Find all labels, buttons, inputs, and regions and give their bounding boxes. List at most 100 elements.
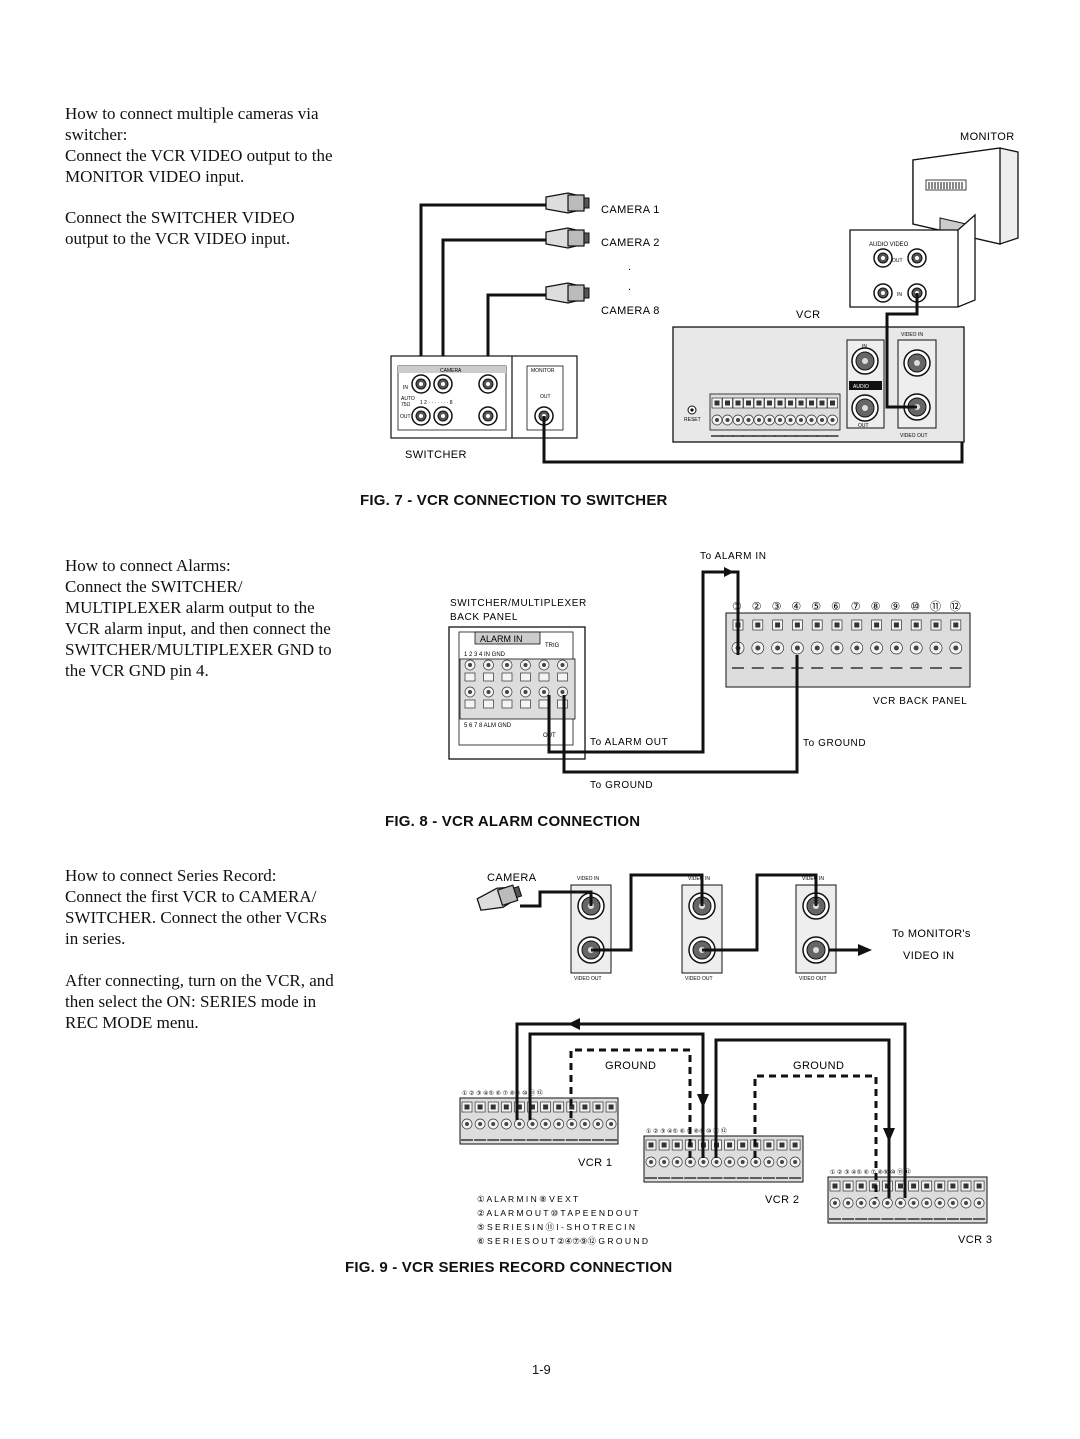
pin-number: ⑦ [851,601,861,613]
terminal [789,1139,802,1179]
terminal [605,1101,618,1141]
trig-label: TRIG [545,643,560,649]
terminal [868,1180,881,1220]
text-line: Connect the first VCR to CAMERA/ [65,887,317,906]
monitor-icon [912,147,1019,245]
legend-line: ⑥ S E R I E S O U T ②④⑦⑨⑫ G R O U N D [477,1236,648,1246]
vcr2-terminal-strip [643,1135,804,1183]
terminal [520,686,531,709]
terminal [501,686,513,709]
terminal [501,659,513,682]
series-instructions-2: After connecting, turn on the VCR, and t… [65,970,334,1033]
video-out-label: VIDEO OUT [574,976,602,982]
terminal [870,619,883,669]
alarm-instructions: How to connect Alarms: Connect the SWITC… [65,555,332,681]
terminal [933,1180,946,1220]
terminal [645,1139,657,1179]
terminal [826,397,839,437]
series-instructions: How to connect Series Record: Connect th… [65,865,327,949]
terminal [830,619,844,669]
switcher-75-label: 75Ω [401,402,411,408]
terminal [732,397,744,437]
terminal [920,1180,933,1220]
terminal [946,1180,959,1220]
text-line: then select the ON: SERIES mode in [65,992,317,1011]
switcher-nums-label: 1 2 · · · · · · · 8 [420,400,453,406]
legend-line: ⑤ S E R I E S I N ⑪ I - S H O T R E C I … [477,1222,635,1232]
switcher-mux-label: SWITCHER/MULTIPLEXER [450,598,587,609]
terminal [810,619,824,669]
vcr3-label: VCR 3 [958,1234,992,1246]
terminal [520,659,531,682]
terminal [805,397,818,437]
terminal [751,619,765,669]
terminal [774,397,786,437]
vcr-label: VCR [796,309,820,321]
fig8-diagram: To ALARM IN SWITCHER/MULTIPLEXER BACK PA… [448,551,971,791]
vcr-video-out-label: VIDEO OUT [900,433,928,439]
pin-number: ⑤ [811,601,821,613]
terminal [890,619,903,669]
camera-icon [475,881,524,915]
text-line: After connecting, turn on the VCR, and [65,971,334,990]
terminal [483,686,494,709]
terminal [578,1101,591,1141]
back-panel-label: BACK PANEL [450,612,518,623]
camera-label: CAMERA [487,872,537,884]
vcr-audio-label: AUDIO [853,384,869,390]
camera-1-label: CAMERA 1 [601,204,660,216]
video-in-big-label: VIDEO IN [903,950,955,962]
terminal [909,619,923,669]
monitor-audio-video-label: AUDIO VIDEO [869,242,909,248]
vcr1-label: VCR 1 [578,1157,612,1169]
monitor-label: MONITOR [960,131,1015,143]
vcr-audio-in-label: IN [862,344,867,350]
video-in-label: VIDEO IN [577,876,599,882]
terminal [771,619,784,669]
fig8-caption: FIG. 8 - VCR ALARM CONNECTION [385,813,641,830]
switcher-instructions-2: Connect the SWITCHER VIDEO output to the… [65,207,295,249]
to-alarm-out-label: To ALARM OUT [590,737,668,748]
terminal [842,1180,855,1220]
camera-8-icon [545,282,590,304]
terminal [592,1101,604,1141]
switcher-camera-label: CAMERA [440,368,462,374]
alarm-in-label: ALARM IN [480,634,523,644]
text-line: How to connect Series Record: [65,866,277,885]
video-out-label: VIDEO OUT [799,976,827,982]
terminal [721,397,734,437]
terminal [736,1139,749,1179]
terminal [762,1139,775,1179]
pin-number: ⑧ [871,601,881,613]
text-line: VCR alarm input, and then connect the [65,619,331,638]
terminal [474,1101,487,1141]
camera-2-label: CAMERA 2 [601,237,660,249]
vcr-terminal-strip [709,393,841,437]
text-line: in series. [65,929,126,948]
text-line: SWITCHER. Connect the other VCRs [65,908,327,927]
vcr8-terminal-strip [725,612,971,688]
terminal [973,1180,986,1220]
terminal [552,1101,565,1141]
vcr-audio-out-label: OUT [858,423,869,429]
video-in-label: VIDEO IN [802,876,824,882]
switcher-in-label: IN [403,385,408,391]
switcher-out-label: OUT [400,414,411,420]
text-line: output to the VCR VIDEO input. [65,229,291,248]
terminal [776,1139,788,1179]
to-alarm-in-label: To ALARM IN [700,551,767,562]
terminal [829,1180,841,1220]
text-line: the VCR GND pin 4. [65,661,209,680]
terminal [513,1101,526,1141]
monitor-out-label: OUT [892,258,903,264]
fig9-caption: FIG. 9 - VCR SERIES RECORD CONNECTION [345,1259,673,1276]
to-ground-label: To GROUND [803,738,866,749]
text-line: switcher: [65,125,128,144]
terminal [816,397,828,437]
terminal [753,397,765,437]
terminal [960,1180,972,1220]
top-nums-label: 1 2 3 4 IN GND [464,652,506,658]
pin-number: ⑩ [910,601,920,613]
